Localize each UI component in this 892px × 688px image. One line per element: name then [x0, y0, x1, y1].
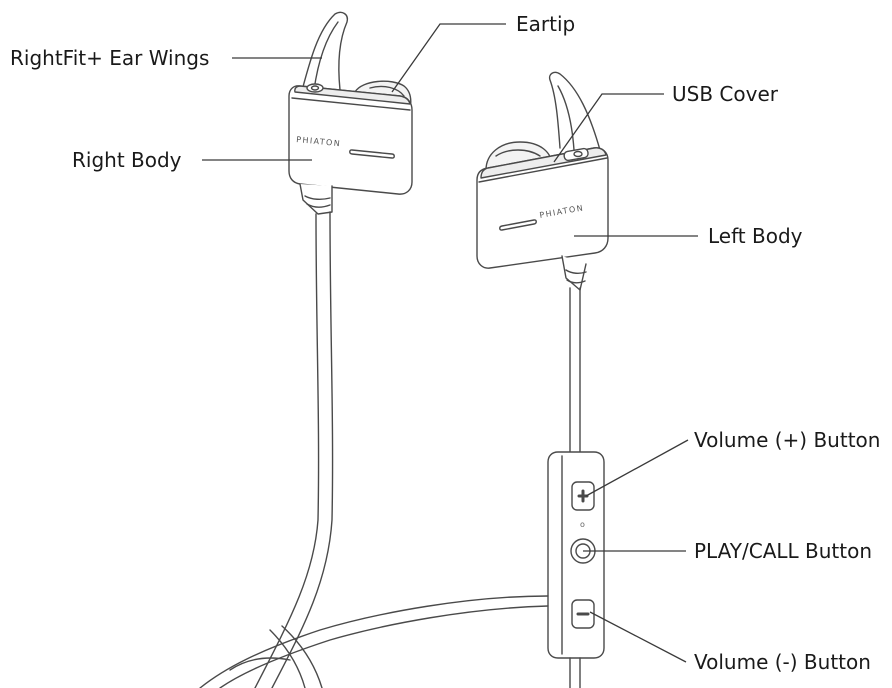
right-ear-wing	[299, 11, 349, 99]
leader-eartip	[391, 23, 506, 93]
label-play-call: PLAY/CALL Button	[694, 539, 873, 563]
remote-mic-mark: o	[580, 520, 585, 529]
label-ear-wings: RightFit+ Ear Wings	[10, 46, 210, 70]
right-brand-text: PHIATON	[296, 135, 342, 148]
looping-cable	[199, 595, 549, 688]
label-left-body: Left Body	[708, 224, 803, 248]
right-earpiece	[254, 11, 413, 688]
left-ear-wing	[548, 71, 601, 151]
label-right-body: Right Body	[72, 148, 182, 172]
inline-remote	[547, 451, 605, 688]
label-usb-cover: USB Cover	[672, 82, 778, 106]
right-cable	[254, 213, 320, 688]
label-eartip: Eartip	[516, 12, 576, 36]
label-volume-up: Volume (+) Button	[694, 428, 881, 452]
right-body-shape	[288, 85, 413, 195]
leader-volume-up	[585, 439, 689, 497]
leader-lines	[202, 23, 698, 663]
left-earpiece	[476, 71, 609, 455]
label-volume-down: Volume (-) Button	[694, 650, 871, 674]
leader-volume-down	[589, 611, 687, 663]
leader-usb-cover	[553, 93, 664, 163]
